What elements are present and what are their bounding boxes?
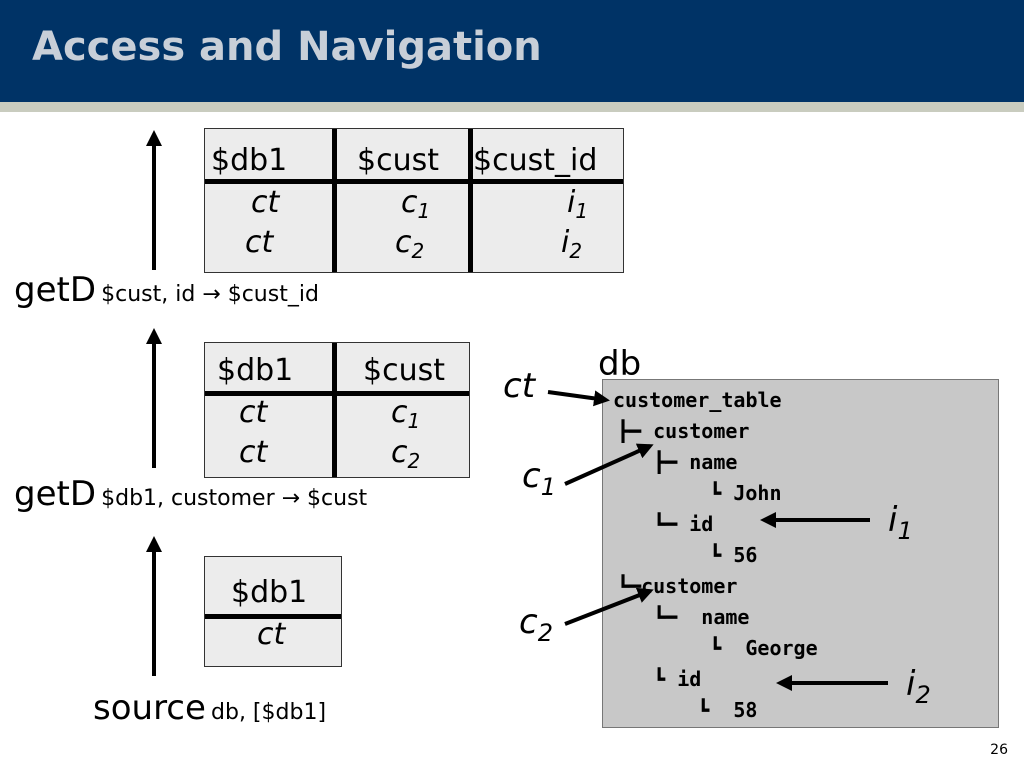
getd-2-name: getD: [14, 270, 97, 310]
getd-operator-1: getD $db1, customer → $cust: [14, 474, 367, 514]
cell-cust-sub: 1: [417, 199, 431, 223]
table-getd-1-header-db1: $db1: [217, 353, 294, 388]
tree-node: ┗━ name: [617, 605, 750, 629]
c1-label: c1: [522, 456, 556, 501]
table-row: ct: [239, 395, 267, 430]
table-source-cell: ct: [257, 617, 286, 652]
table-row: c2: [391, 435, 420, 473]
table-getd-2-column-divider-1: [332, 129, 337, 272]
cell-cust-sub: 2: [407, 449, 421, 473]
cell-id-sub: 1: [575, 199, 589, 223]
tree-label: db: [598, 344, 642, 384]
c1-base: c: [522, 456, 541, 496]
table-getd-1-column-divider: [332, 343, 337, 477]
table-row: ct: [239, 435, 267, 470]
cell-id-sub: 2: [569, 239, 583, 263]
slide-title: Access and Navigation: [32, 24, 542, 70]
c2-pointer-arrow: [564, 587, 654, 626]
cell-id: i: [561, 225, 570, 260]
tree-node: ┗━ id: [617, 512, 714, 536]
table-row: ct: [251, 185, 279, 220]
table-getd-2-header-db1: $db1: [211, 143, 288, 178]
table-source: $db1 ct: [204, 556, 342, 667]
cell-cust: c: [391, 395, 408, 430]
source-operator: source db, [$db1]: [93, 688, 326, 728]
table-row: ct: [245, 225, 273, 260]
xml-tree-panel: customer_table ┣━ customer ┣━ name ┗ Joh…: [602, 379, 999, 728]
i2-base: i: [906, 664, 916, 704]
table-getd-2-column-divider-2: [468, 129, 473, 272]
ct-label: ct: [503, 366, 536, 406]
cell-cust-sub: 2: [411, 239, 425, 263]
i2-label: i2: [906, 664, 931, 709]
tree-node: ┣━ name: [617, 450, 738, 474]
title-bar: [0, 0, 1024, 102]
cell-id: i: [567, 185, 576, 220]
table-row: i2: [561, 225, 582, 263]
cell-db1: ct: [251, 185, 280, 220]
tree-node: customer_table: [613, 388, 782, 412]
table-getd-2-header-cust: $cust: [357, 143, 439, 178]
source-name: source: [93, 688, 206, 728]
getd-operator-2: getD $cust, id → $cust_id: [14, 270, 319, 310]
cell-db1: ct: [239, 395, 268, 430]
c2-sub: 2: [537, 619, 553, 647]
i1-label: i1: [888, 500, 913, 545]
table-row: c1: [401, 185, 430, 223]
cell-db1: ct: [245, 225, 274, 260]
c2-base: c: [519, 602, 538, 642]
table-getd-2-header-cust-id: $cust_id: [473, 143, 598, 178]
i2-sub: 2: [915, 681, 931, 709]
table-row: c2: [395, 225, 424, 263]
tree-node: ┗ id: [617, 667, 702, 691]
table-getd-2: $db1 $cust $cust_id ct c1 i1 ct c2 i2: [204, 128, 624, 273]
table-getd-1: $db1 $cust ct c1 ct c2: [204, 342, 470, 478]
tree-node: ┗ 56: [637, 543, 758, 567]
c1-sub: 1: [540, 473, 556, 501]
cell-db1: ct: [239, 435, 268, 470]
cell-cust: c: [401, 185, 418, 220]
table-getd-2-divider: [205, 179, 623, 184]
i1-sub: 1: [897, 517, 913, 545]
cell-cust: c: [391, 435, 408, 470]
table-source-divider: [205, 614, 341, 619]
tree-node: ┣━ customer: [617, 419, 750, 443]
cell-cust-sub: 1: [407, 409, 421, 433]
cell-cust: c: [395, 225, 412, 260]
table-source-header: $db1: [231, 575, 308, 610]
getd-1-name: getD: [14, 474, 97, 514]
getd-1-args: $db1, customer → $cust: [101, 486, 368, 511]
page-number: 26: [990, 742, 1008, 758]
tree-node: ┗ 58: [637, 698, 758, 722]
getd-2-args: $cust, id → $cust_id: [101, 282, 319, 307]
table-getd-1-divider: [205, 391, 469, 396]
ct-pointer-arrow: [547, 390, 610, 407]
title-underline: [0, 102, 1024, 112]
c1-pointer-arrow: [564, 443, 654, 486]
table-row: i1: [567, 185, 588, 223]
source-args: db, [$db1]: [211, 700, 327, 725]
table-getd-1-header-cust: $cust: [363, 353, 445, 388]
table-row: c1: [391, 395, 420, 433]
tree-node: ┗ George: [637, 636, 818, 660]
tree-node: ┗ John: [637, 481, 782, 505]
i1-base: i: [888, 500, 898, 540]
c2-label: c2: [519, 602, 553, 647]
